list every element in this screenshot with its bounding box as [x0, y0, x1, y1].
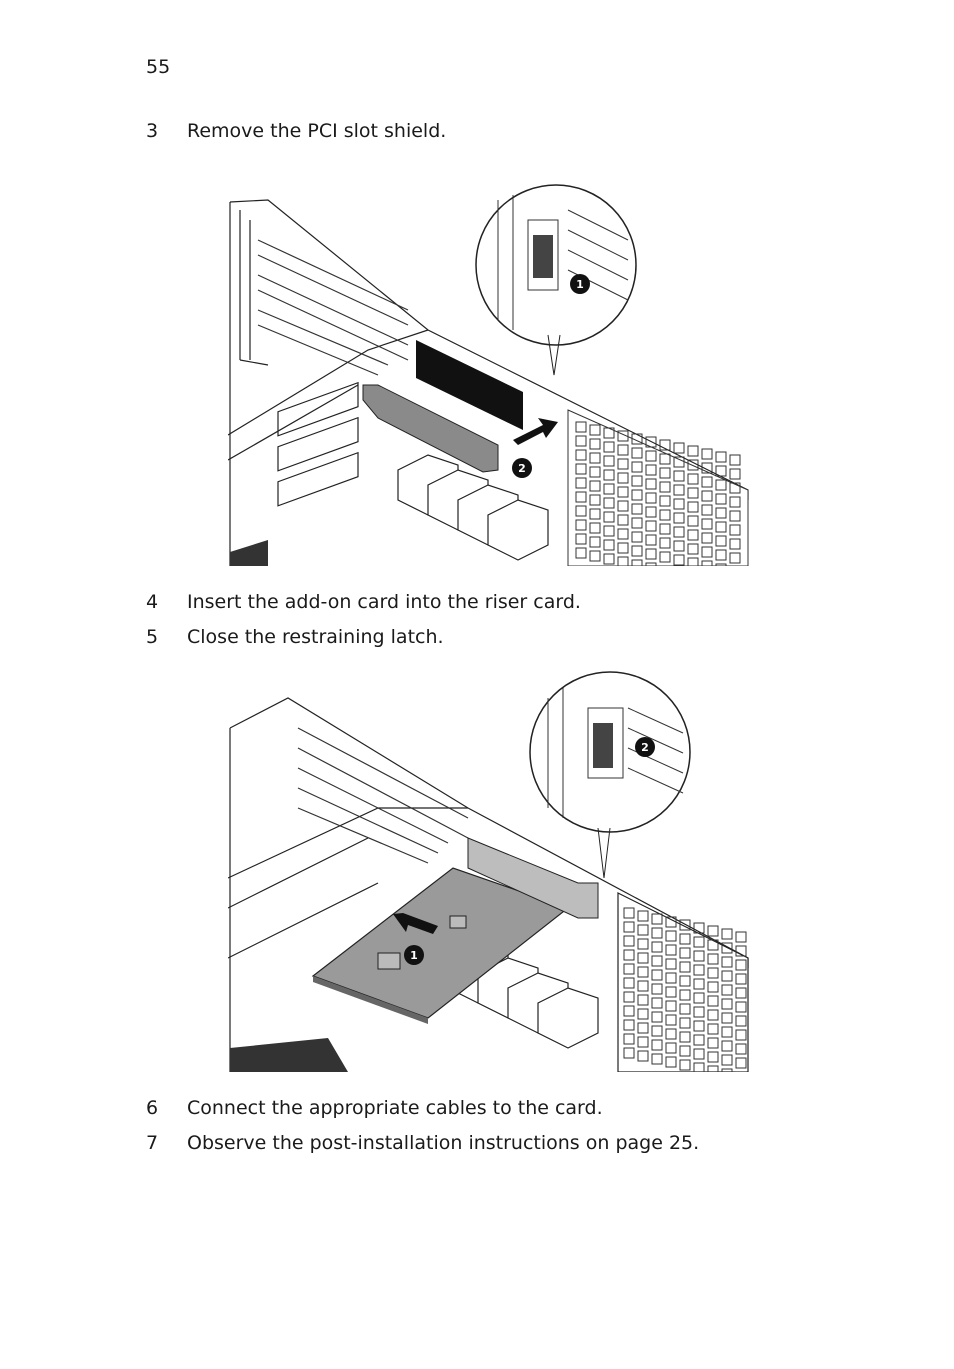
step-text: Remove the PCI slot shield.	[187, 120, 447, 142]
step-number: 4	[146, 591, 159, 613]
step-number: 6	[146, 1097, 159, 1119]
step-text: Insert the add-on card into the riser ca…	[187, 591, 581, 613]
figure-remove-slot-shield: 1 2	[228, 160, 750, 566]
callout-label: 1	[410, 949, 418, 962]
step-text: Observe the post-installation instructio…	[187, 1132, 700, 1154]
callout-label: 2	[641, 741, 649, 754]
figure-insert-add-on-card: 2 1	[228, 668, 750, 1072]
step-text: Close the restraining latch.	[187, 626, 444, 648]
step-4: 4 Insert the add-on card into the riser c…	[146, 590, 581, 614]
callout-2-marker	[635, 737, 655, 757]
step-5: 5 Close the restraining latch.	[146, 625, 444, 649]
step-number: 7	[146, 1132, 159, 1154]
step-number: 3	[146, 120, 159, 142]
callout-label: 2	[518, 462, 526, 475]
page-number: 55	[146, 56, 171, 78]
step-number: 5	[146, 626, 159, 648]
callout-1-marker	[570, 274, 590, 294]
step-text: Connect the appropriate cables to the ca…	[187, 1097, 603, 1119]
callout-2-marker	[512, 458, 532, 478]
chassis-illustration: 2 1	[228, 671, 749, 1072]
chassis-illustration: 1 2	[228, 184, 749, 566]
callout-1-marker	[404, 945, 424, 965]
callout-label: 1	[576, 278, 584, 291]
step-7: 7 Observe the post-installation instructi…	[146, 1131, 699, 1155]
step-6: 6 Connect the appropriate cables to the c…	[146, 1096, 603, 1120]
step-3: 3 Remove the PCI slot shield.	[146, 119, 446, 143]
